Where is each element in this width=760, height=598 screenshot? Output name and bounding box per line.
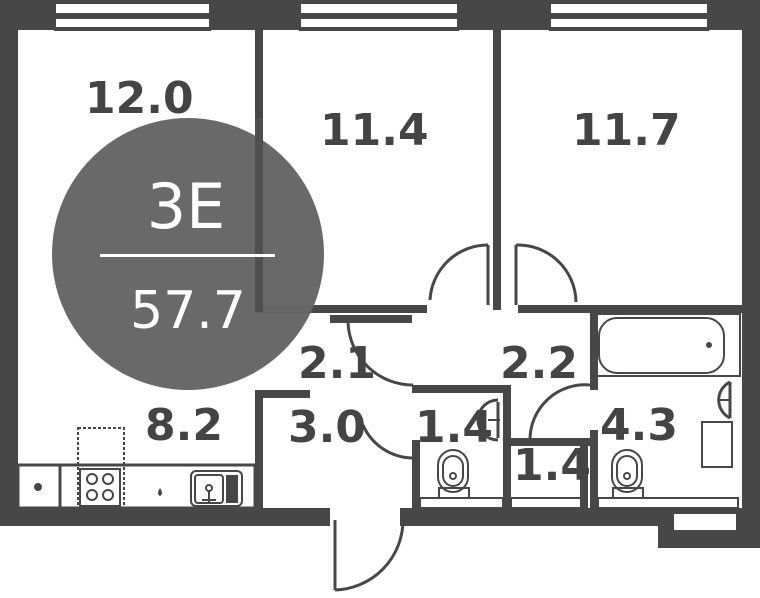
- toilet-icon: [611, 449, 644, 499]
- room-area-corridor-1: 2.1: [298, 338, 376, 389]
- room-area-storage: 1.4: [513, 440, 591, 491]
- room-area-bathroom: 4.3: [600, 400, 678, 451]
- toilet-room-fixtures: [419, 398, 584, 509]
- room-area-living-room: 12.0: [85, 73, 194, 124]
- outer-walls: [0, 0, 760, 548]
- sink-icon: [190, 470, 243, 507]
- washbasin-icon: [476, 398, 500, 442]
- washbasin-icon: [717, 380, 732, 420]
- bathroom-fixtures: [596, 313, 741, 509]
- room-area-bedroom-2: 11.7: [572, 105, 681, 156]
- badge-divider: [100, 254, 275, 257]
- apartment-type-code: 3E: [147, 170, 226, 243]
- apartment-badge: 3E 57.7: [52, 118, 324, 390]
- washing-machine-icon: [701, 421, 733, 468]
- window-3: [549, 0, 709, 31]
- room-area-entrance-hall: 3.0: [288, 402, 366, 453]
- apartment-total-area: 57.7: [130, 281, 246, 341]
- outlet-icon: [34, 483, 42, 491]
- doors: [333, 243, 591, 592]
- stove-icon: [77, 427, 125, 509]
- room-area-bedroom-1: 11.4: [320, 105, 429, 156]
- window-1: [54, 0, 211, 31]
- room-area-toilet: 1.4: [415, 402, 493, 453]
- room-area-labels: 12.0 11.4 11.7 8.2 2.1 2.2 3.0 1.4 1.4 4…: [85, 73, 681, 491]
- room-area-corridor-2: 2.2: [500, 338, 578, 389]
- bathtub-icon: [596, 313, 741, 377]
- windows: [54, 0, 709, 31]
- room-area-kitchen: 8.2: [145, 400, 223, 451]
- toilet-icon: [437, 449, 470, 499]
- window-2: [299, 0, 459, 31]
- kitchen-counter: [16, 427, 257, 510]
- water-drop-icon: [158, 488, 162, 496]
